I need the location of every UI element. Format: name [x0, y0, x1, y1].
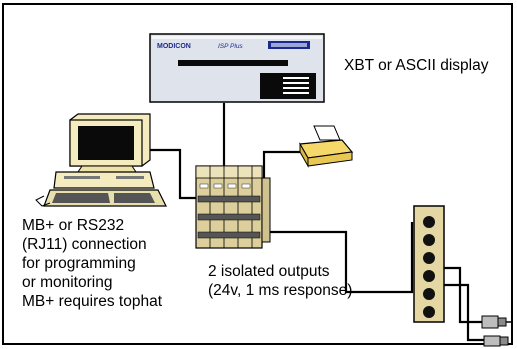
sensor-cable-2 — [444, 283, 484, 342]
display-keypad — [260, 73, 316, 99]
outputs-note: 2 isolated outputs (24v, 1 ms response) — [208, 262, 352, 300]
display-model-text: ISP Plus — [218, 43, 243, 50]
module-side-rail — [261, 177, 271, 243]
computer-cable — [150, 148, 196, 200]
connection-note-line: or monitoring — [22, 274, 113, 291]
printer-cable — [262, 150, 300, 178]
display-panel-icon: MODICON ISP Plus — [149, 33, 325, 103]
connector-plug-2-icon — [483, 335, 509, 347]
connection-note-line: (RJ11) connection — [22, 236, 147, 253]
desktop-computer-icon — [35, 113, 167, 207]
connection-note-line: MB+ or RS232 — [22, 217, 125, 234]
outputs-note-line: (24v, 1 ms response) — [208, 282, 353, 299]
sensor-cable-1 — [444, 266, 482, 324]
connection-note-line: MB+ requires tophat — [22, 293, 163, 310]
monitor-screen — [78, 126, 134, 160]
outputs-note-line: 2 isolated outputs — [208, 263, 330, 280]
connection-note: MB+ or RS232 (RJ11) connection for progr… — [22, 216, 162, 311]
computer-base-unit — [53, 171, 155, 189]
printer-icon — [299, 125, 354, 168]
connector-plug-icon — [481, 315, 512, 329]
output-cable — [258, 222, 414, 294]
sensor-block-icon — [413, 205, 445, 323]
connection-note-line: for programming — [22, 255, 136, 272]
display-screen — [178, 60, 288, 66]
plc-io-module-icon — [195, 165, 271, 249]
display-caption: XBT or ASCII display — [344, 57, 489, 74]
connection-cables — [150, 103, 484, 342]
display-brand-text: MODICON — [157, 43, 191, 50]
